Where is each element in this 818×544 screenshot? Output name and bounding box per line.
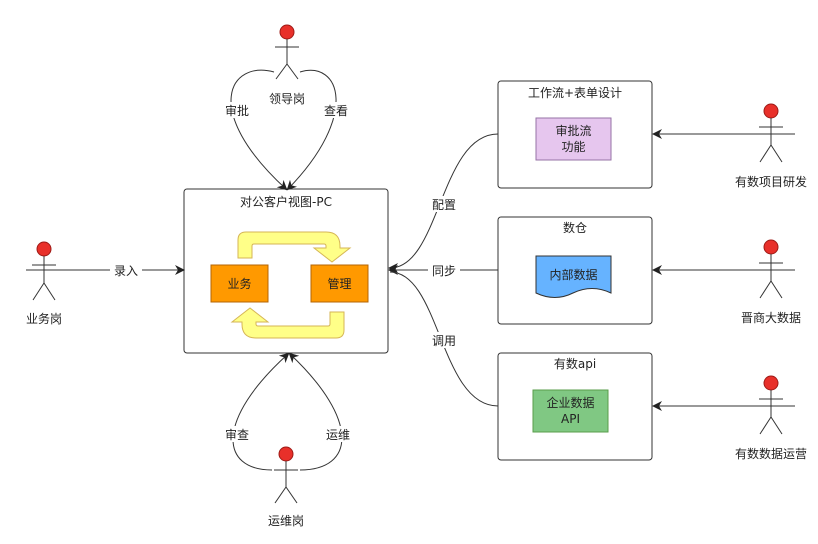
- approval-flow-node[interactable]: [535, 117, 612, 161]
- actor-leader-head: [279, 24, 295, 40]
- edge-view[interactable]: [286, 69, 337, 191]
- edge-maintain-label: 运维: [326, 428, 350, 442]
- actor-business-head: [36, 241, 52, 257]
- actor-leader[interactable]: 领导岗: [269, 24, 305, 106]
- edge-audit-label: 审查: [225, 427, 249, 442]
- actor-research-label: 有数项目研发: [735, 174, 807, 189]
- business-node[interactable]: 业务: [210, 264, 269, 303]
- enterprise-data-api-node[interactable]: [532, 389, 609, 433]
- cycle-arrow-bottom: [230, 307, 345, 339]
- actor-research-head: [763, 103, 779, 119]
- actor-leader-label: 领导岗: [269, 92, 305, 106]
- enterprise-data-api-label-1: 企业数据: [546, 395, 594, 410]
- edge-configure-label: 配置: [432, 198, 456, 212]
- actor-yoshu-ops-label: 有数数据运营: [735, 446, 807, 461]
- business-node-label: 业务: [227, 276, 251, 291]
- actor-research[interactable]: 有数项目研发: [735, 103, 807, 189]
- edge-sync-label: 同步: [432, 264, 456, 278]
- actor-business[interactable]: 业务岗: [26, 241, 62, 326]
- management-node[interactable]: 管理: [310, 264, 369, 303]
- actor-business-label: 业务岗: [26, 311, 62, 326]
- edge-approve[interactable]: [230, 69, 288, 191]
- edge-view-label: 查看: [324, 104, 348, 118]
- approval-flow-label-1: 审批流: [555, 123, 591, 138]
- actor-ops-head: [278, 446, 294, 462]
- edge-approve-label: 审批: [225, 103, 249, 118]
- management-node-label: 管理: [327, 276, 351, 291]
- actor-yoshu-ops[interactable]: 有数数据运营: [735, 375, 807, 461]
- main-view-title: 对公客户视图-PC: [240, 194, 332, 209]
- edge-maintain[interactable]: [288, 352, 343, 471]
- edge-input-label: 录入: [114, 264, 138, 278]
- internal-data-label: 内部数据: [549, 267, 597, 282]
- warehouse-system-box[interactable]: 数仓 内部数据: [497, 216, 653, 325]
- api-system-title: 有数api: [554, 356, 596, 371]
- actor-ops[interactable]: 运维岗: [268, 446, 304, 528]
- workflow-system-title: 工作流+表单设计: [528, 86, 622, 100]
- cycle-arrow-top: [237, 231, 352, 263]
- actor-jinshang-head: [763, 239, 779, 255]
- warehouse-system-title: 数仓: [563, 220, 587, 235]
- enterprise-data-api-label-2: API: [561, 412, 580, 426]
- approval-flow-label-2: 功能: [561, 140, 585, 154]
- actor-ops-label: 运维岗: [268, 514, 304, 528]
- edge-invoke-label: 调用: [432, 334, 456, 348]
- api-system-box[interactable]: 有数api 企业数据 API: [497, 352, 653, 461]
- actor-jinshang[interactable]: 晋商大数据: [741, 239, 801, 325]
- actor-jinshang-label: 晋商大数据: [741, 310, 801, 325]
- internal-data-node[interactable]: [535, 255, 612, 298]
- workflow-system-box[interactable]: 工作流+表单设计 审批流 功能: [497, 80, 653, 189]
- actor-yoshu-ops-head: [763, 375, 779, 391]
